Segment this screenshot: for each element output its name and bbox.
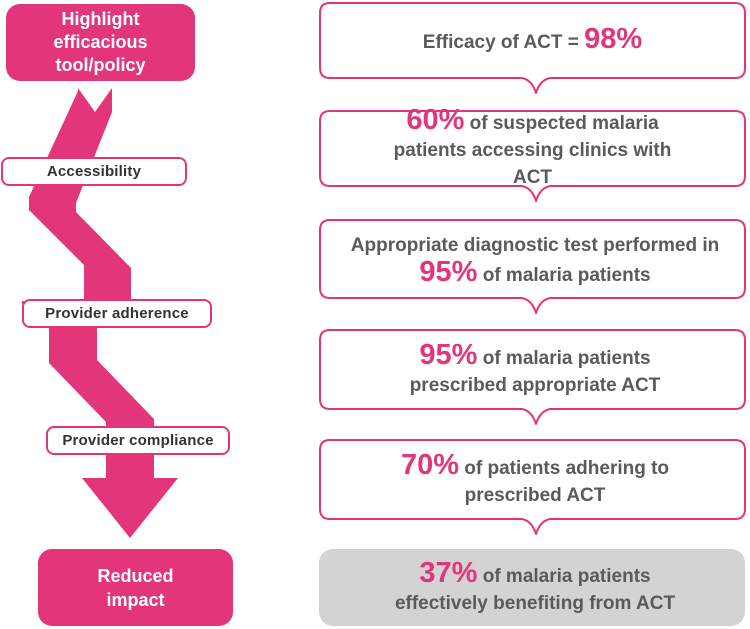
bubble-diagnostic <box>319 219 746 314</box>
bubble-prescribed <box>319 329 746 425</box>
step-access-text: 60% of suspected malaria patients access… <box>393 104 672 189</box>
bubble-access <box>319 110 746 202</box>
stage-provider-compliance-label: Provider compliance <box>62 432 214 449</box>
bubble-efficacy <box>319 2 746 94</box>
stage-provider-adherence-label: Provider adherence <box>45 305 189 322</box>
progression-arrow <box>22 88 178 538</box>
step-outcome-text: 37% of malaria patients effectively bene… <box>394 556 676 614</box>
bottom-label: Reduced impact <box>97 565 174 610</box>
step-prescribed-text: 95% of malaria patients prescribed appro… <box>409 338 661 396</box>
top-label: Highlight efficacious tool/policy <box>53 9 148 75</box>
stage-provider-adherence: Provider adherence <box>22 299 212 328</box>
step-diagnostic-text: Appropriate diagnostic test performed in… <box>350 234 720 288</box>
step-access-pct: 60% <box>406 104 465 136</box>
bubble-adhering <box>319 439 746 535</box>
cascade-bubbles <box>319 2 746 535</box>
step-prescribed-pct: 95% <box>419 338 478 371</box>
stage-provider-compliance: Provider compliance <box>46 426 230 455</box>
bottom-label-box: Reduced impact <box>38 549 233 626</box>
step-outcome-pct: 37% <box>419 556 478 589</box>
outcome-box <box>319 549 745 626</box>
step-efficacy-text: Efficacy of ACT = 98% <box>422 23 643 55</box>
step-diagnostic-pct: 95% <box>419 255 478 288</box>
step-efficacy-pct: 98% <box>584 23 643 55</box>
stage-accessibility: Accessibility <box>1 157 187 186</box>
top-label-box: Highlight efficacious tool/policy <box>6 4 195 81</box>
step-adhering-pct: 70% <box>400 448 459 481</box>
stage-accessibility-label: Accessibility <box>46 163 142 180</box>
step-adhering-text: 70% of patients adhering to prescribed A… <box>400 448 670 506</box>
